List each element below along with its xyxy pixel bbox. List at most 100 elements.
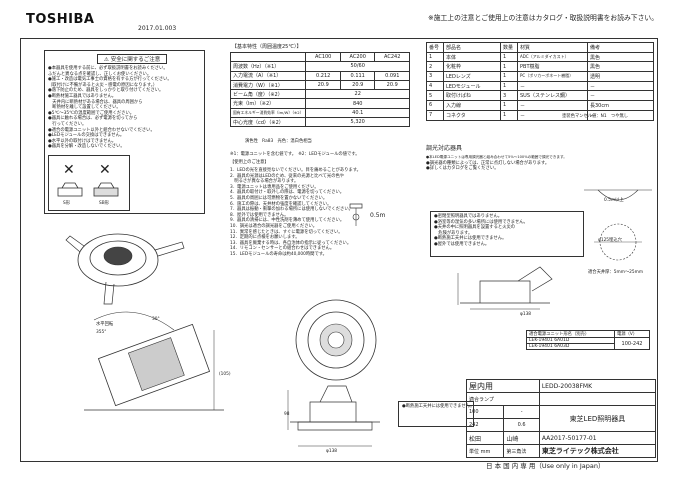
parts-footnote: 塗装色マンセル値：N1 つや無し [562,114,629,119]
note-line: 明るさが異なる場合があります。 [230,179,299,185]
table-cell: 1 [500,80,518,92]
table-cell: 5,320 [305,117,410,128]
table-row: 適合ランプ [466,392,657,406]
prohibit-cross-icon: ✕ [99,162,111,178]
sb-mark-icon [93,182,119,197]
table-cell: AC100 [305,51,341,63]
title-block: 屋内用 LEDD-20038FMK 適合ランプ 100 - 東芝LED照明器具 … [465,379,657,458]
fixture-side-view [457,266,553,310]
table-cell: － [517,100,588,111]
table-cell: 東芝ライテック株式会社 [538,444,657,458]
table-cell: 光束（lm）（※2） [229,98,307,109]
notes-section-title: 【使用上のご注意】 [230,160,269,165]
issue-date: 2017.01.003 [138,25,177,32]
table-row: 松田 山崎 AA2017-50177-01 [465,431,657,445]
table-row: 単位 mm 第三角法 東芝ライテック株式会社 [465,444,657,458]
table-cell: － [587,109,654,121]
fixture-section-view [287,385,380,447]
table-cell: 適合ランプ [466,392,540,406]
table-cell: 屋内用 [466,379,540,393]
note-line: 13．器具を廃棄する時は、各自治体の指示に従ってください。 [230,240,352,246]
safety-line: 断熱材を離して設置してください。 [48,105,121,111]
table-cell: 20.9 [374,79,410,91]
table-cell: 242 [465,418,505,432]
table-cell: － [587,80,654,92]
caution-box: ●断熱施工天井には使用できません。 [398,401,474,427]
note-line: 3．電源ユニットは専用品をご使用ください。 [230,184,319,190]
ceiling-hole-diagram [584,189,652,261]
note-line: 5．器具の周囲には可燃物を置かないでください。 [230,195,328,201]
table-cell: 22 [305,89,410,100]
dim-label: φ138 [326,449,338,454]
note-line: 4．器具の取付け・取外しの際は、電源を切ってください。 [230,190,345,196]
table-cell: 松田 [465,431,505,445]
table-row: 中心光度（cd）（※2）5,320 [229,117,410,128]
table-cell: 100-242 [614,337,650,350]
safety-line: ●器具を分解・改造しないでください。 [48,144,125,150]
table-cell: 5 [426,90,444,102]
table-cell: 消費電力（W）（※1） [229,79,307,91]
table-cell: ビーム角（度）（※2） [229,89,307,100]
table-row: 周波数（Hz）（※1）50/60 [229,61,410,72]
table-cell: コネクタ [443,109,501,121]
table-cell: 0.212 [305,70,341,81]
rotation-label: 水平回転 [96,322,114,327]
fixture-top-view [65,233,185,305]
note-line: 6．施工の際は、天井材の強度を確認してください。 [230,201,332,207]
table-cell: 本体 [443,51,501,63]
note-line: 1．LEDの光を直接見ないでください。目を痛めることがあります。 [230,168,361,173]
table-cell: 透明 [587,71,654,82]
safety-line: ●落下防止のため、器具をしっかりと取り付けてください。 [48,88,164,94]
note-line: 12．定期的に点検をお願いします。 [230,235,300,241]
dimming-line: ●調光器の種類によっては、正常に点灯しない場合があります。 [426,160,550,166]
table-cell: ADC（アルミダイカスト） [517,51,588,63]
warning-line: ●屋外では使用できません。 [434,241,490,247]
hole-label: φ125埋込穴 [598,238,622,243]
dim-label: 98 [284,412,290,417]
safety-line: ●適合の電源ユニット以外と組合わせないでください。 [48,127,155,133]
table-cell: 0.111 [339,70,376,81]
table-row: ビーム角（度）（※2）22 [229,89,410,100]
note-line: 8．屋外では使用できません。 [230,212,289,218]
safety-box: ⚠ 安全に関するご注意 ●本器具を使用する前に、必ず取扱説明書をお読みください。… [44,50,205,214]
note-line: 9．器具の清掃には、中性洗剤を薄めて使用してください。 [230,218,345,224]
table-cell: AC200 [339,51,376,63]
table-cell: 20.9 [305,79,341,91]
table-cell: PBT樹脂 [517,61,588,73]
table-cell: 周波数（Hz）（※1） [229,61,307,72]
table-cell: － [517,80,588,92]
fixture-plan-view [295,299,377,381]
warning-line: 危険があります。 [434,230,473,236]
warning-line: ●断熱施工天井には使用できません。 [434,236,507,242]
dimming-line: ●本LED電源ユニットは専用調光器と組み合わせて5%～100%の範囲で調光できま… [426,155,567,159]
table-cell: 化粧枠 [443,61,501,73]
rotation-label: 30° [152,317,160,322]
note-line: 7．器具は振動・衝撃の加わる場所には使用しないでください。 [230,207,353,213]
dim-label: φ138 [520,312,532,317]
table-cell: 100 [465,405,505,419]
table-cell: SUS（ステンレス鋼） [517,90,588,102]
table-cell: 取付けばね [443,90,501,102]
table-cell: 0.091 [374,70,410,81]
table-cell: LEDD-20038FMK [538,379,657,393]
domestic-notice: 日 本 国 内 専 用（Use only in Japan） [486,462,605,470]
table-cell: 1 [500,100,518,111]
page-frame [20,38,658,462]
notes-lines: 1．LEDの光を直接見ないでください。目を痛めることがあります。 2．器具の光源… [230,168,410,258]
table-cell: 黒色 [587,51,654,63]
warning-box: ●密閉型照明器具ではありません。 ●浴室等の湿気の多い場所には使用できません。 … [430,211,584,257]
s-mark-label: S形 [63,201,71,206]
warning-line: ●密閉型照明器具ではありません。 [434,214,503,219]
table-row: 適合電源ユニット形名（別売）電源（V） [526,330,650,338]
table-cell: 0.6 [503,418,540,432]
ceiling-thick-label: 適合天井厚：5mm～25mm [588,270,644,275]
table-cell: 3 [426,71,444,82]
caution-text: ●断熱施工天井には使用できません。 [402,404,475,409]
table-cell: 40.1 [305,107,410,119]
